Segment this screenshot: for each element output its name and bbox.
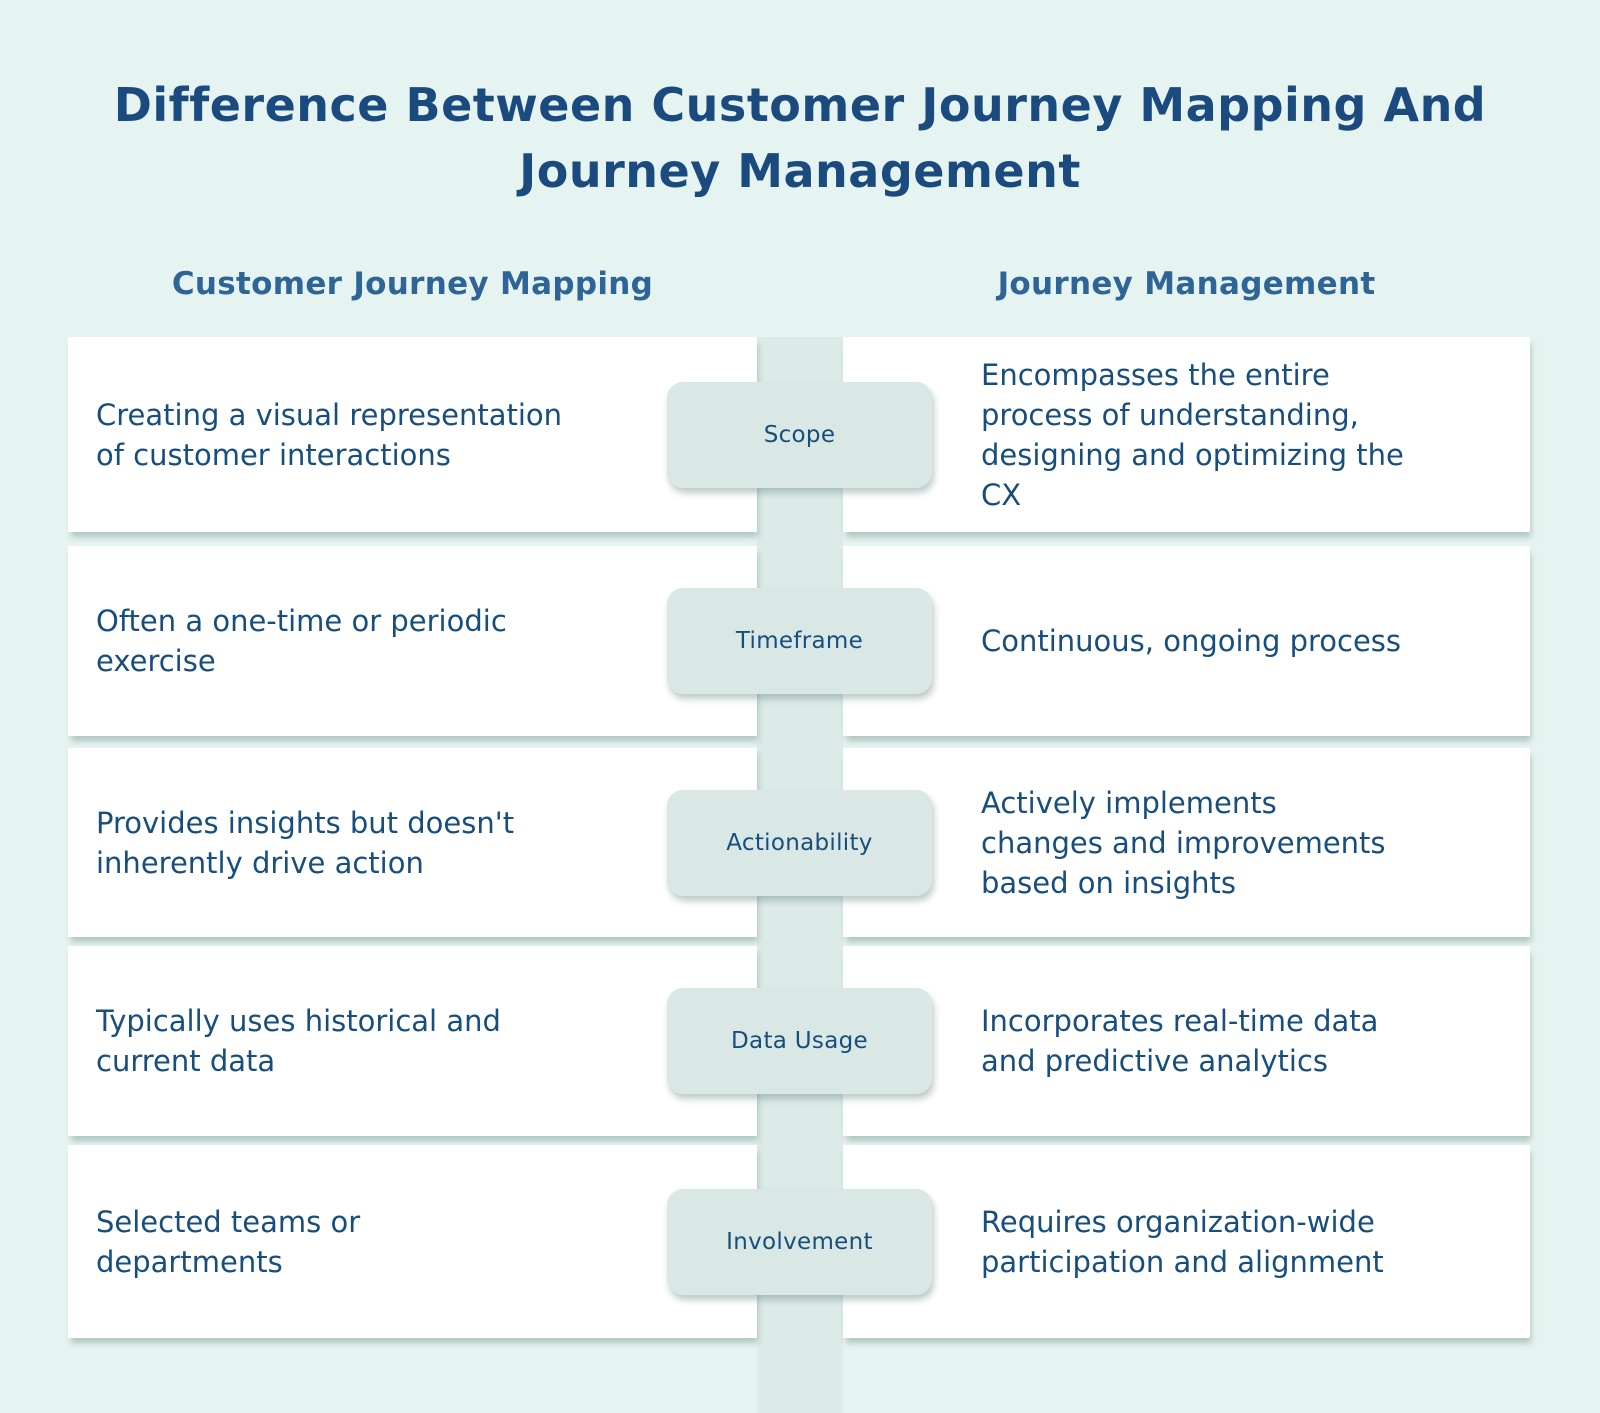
mapping-text: Creating a visual representation of cust… (96, 397, 563, 472)
mapping-card: Often a one-time or periodic exercise (68, 546, 757, 736)
mapping-text: Selected teams or departments (96, 1204, 361, 1279)
aspect-pill-data-usage: Data Usage (667, 988, 932, 1094)
column-headers: Customer Journey Mapping Journey Managem… (0, 266, 1600, 310)
column-header-management: Journey Management (997, 266, 1376, 302)
management-text: Requires organization-wide participation… (981, 1204, 1384, 1279)
mapping-card: Creating a visual representation of cust… (68, 337, 757, 532)
management-text: Incorporates real-time data and predicti… (981, 1004, 1379, 1078)
management-text: Encompasses the entire process of unders… (981, 357, 1404, 512)
mapping-text: Often a one-time or periodic exercise (96, 604, 507, 678)
aspect-pill-label: Timeframe (735, 628, 864, 654)
comparison-row-involvement: Selected teams or departments Requires o… (0, 1145, 1600, 1338)
page-title-line1: Difference Between Customer Journey Mapp… (113, 78, 1487, 132)
management-text: Continuous, ongoing process (981, 624, 1402, 658)
mapping-text: Typically uses historical and current da… (96, 1004, 501, 1078)
aspect-pill-label: Actionability (726, 829, 873, 856)
management-card: Continuous, ongoing process (843, 546, 1530, 736)
aspect-pill-label: Data Usage (731, 1028, 868, 1054)
comparison-row-actionability: Provides insights but doesn't inherently… (0, 748, 1600, 937)
comparison-row-data-usage: Typically uses historical and current da… (0, 946, 1600, 1136)
management-card: Actively implements changes and improvem… (843, 748, 1530, 937)
management-card: Incorporates real-time data and predicti… (843, 946, 1530, 1136)
aspect-pill-label: Involvement (726, 1228, 873, 1255)
column-header-mapping: Customer Journey Mapping (171, 266, 654, 302)
mapping-card: Typically uses historical and current da… (68, 946, 757, 1136)
comparison-row-timeframe: Often a one-time or periodic exercise Co… (0, 546, 1600, 736)
management-text: Actively implements changes and improvem… (981, 785, 1386, 900)
mapping-card: Provides insights but doesn't inherently… (68, 748, 757, 937)
aspect-pill-scope: Scope (667, 381, 932, 488)
aspect-pill-actionability: Actionability (667, 789, 932, 896)
page-title: Difference Between Customer Journey Mapp… (0, 72, 1600, 204)
aspect-pill-involvement: Involvement (667, 1188, 932, 1295)
aspect-pill-label: Scope (763, 421, 836, 448)
management-card: Requires organization-wide participation… (843, 1145, 1530, 1338)
mapping-text: Provides insights but doesn't inherently… (96, 805, 515, 880)
comparison-row-scope: Creating a visual representation of cust… (0, 337, 1600, 532)
page-title-line2: Journey Management (519, 144, 1081, 198)
management-card: Encompasses the entire process of unders… (843, 337, 1530, 532)
aspect-pill-timeframe: Timeframe (667, 588, 932, 694)
mapping-card: Selected teams or departments (68, 1145, 757, 1338)
